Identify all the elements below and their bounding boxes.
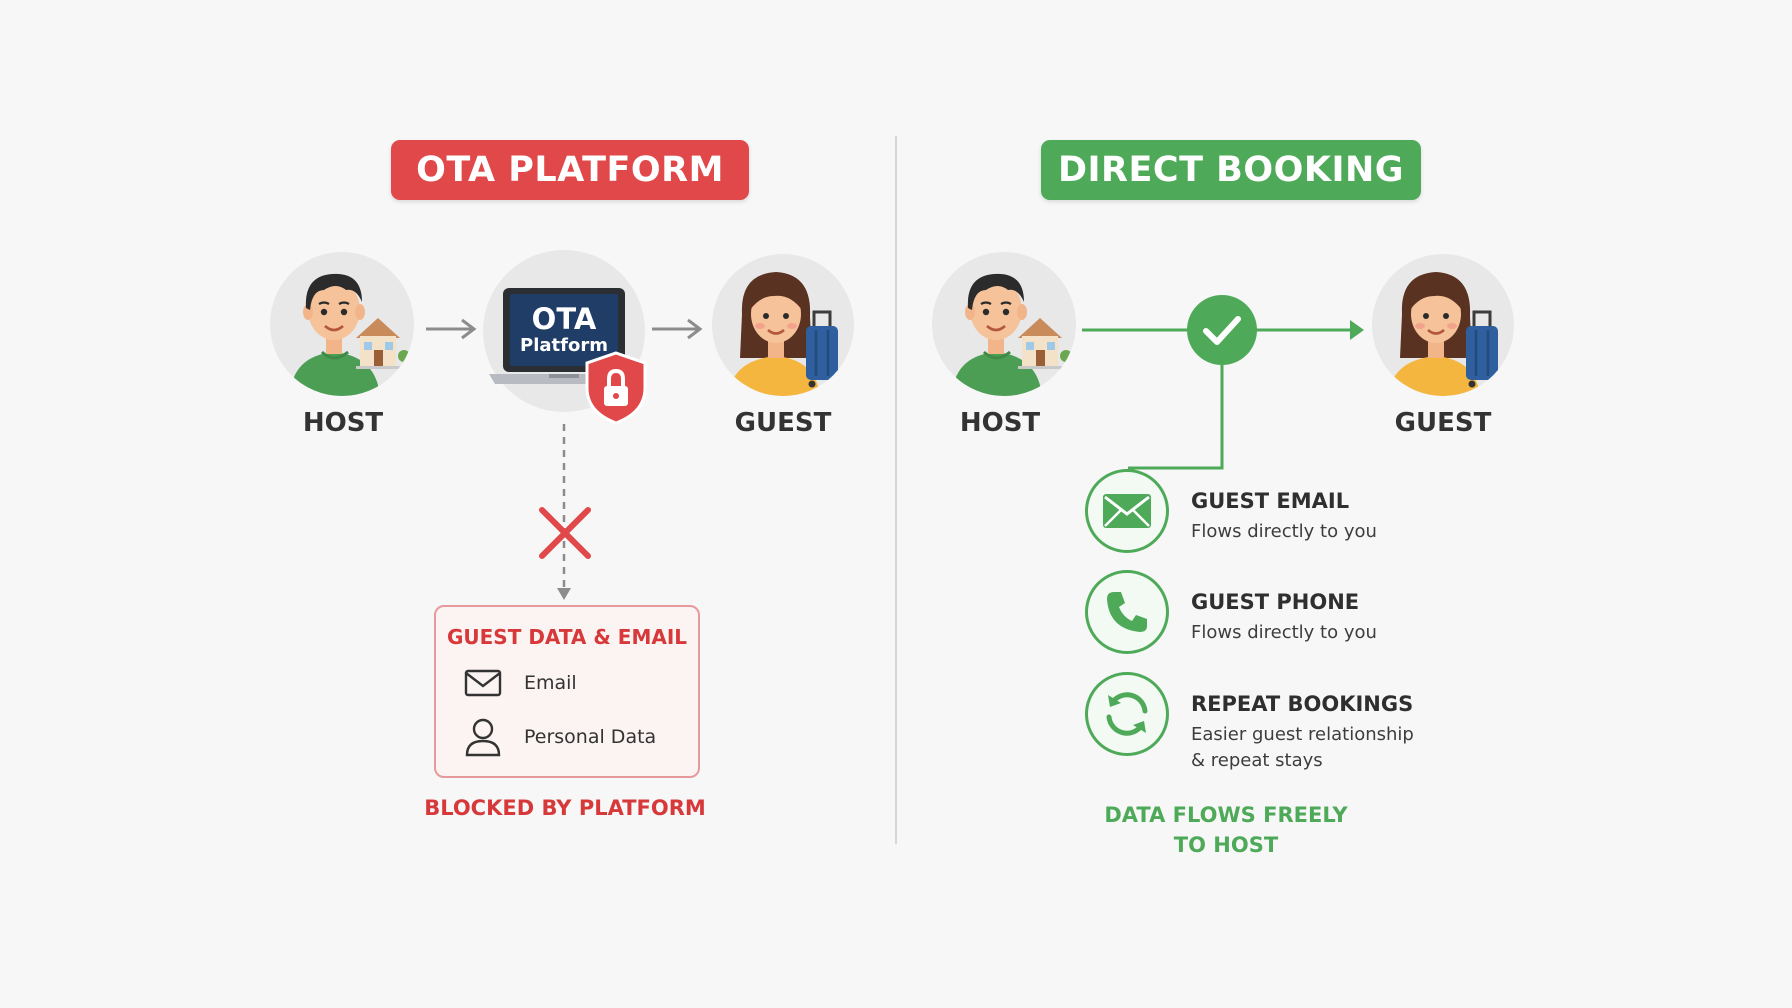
suitcase-icon: [806, 310, 838, 388]
direct-host-avatar: [932, 252, 1076, 396]
blocked-box-title: GUEST DATA & EMAIL: [446, 625, 688, 649]
blocked-flow-line: [557, 424, 571, 600]
person-icon: [465, 718, 501, 757]
direct-booking-banner: DIRECT BOOKING: [1041, 140, 1421, 200]
feature-icon-circle: [1085, 570, 1169, 654]
ota-host-avatar: [270, 252, 414, 396]
red-x-icon: [539, 507, 591, 559]
feature-description: Flows directly to you: [1191, 521, 1377, 542]
ota-platform-banner: OTA PLATFORM: [391, 140, 749, 200]
feature-guest-email: GUEST EMAIL Flows directly to you: [1085, 469, 1431, 553]
ota-guest-avatar: [712, 254, 854, 396]
guest-person-icon: [728, 272, 838, 396]
house-icon: [356, 318, 410, 369]
direct-guest-label: GUEST: [1394, 408, 1492, 438]
feature-title: GUEST EMAIL: [1191, 489, 1350, 513]
caption-line: TO HOST: [1173, 833, 1279, 857]
envelope-icon: [1103, 494, 1151, 528]
host-person-icon: [952, 273, 1072, 396]
ota-platform-node: OTA Platform: [483, 250, 647, 425]
blocked-item-email: Email: [464, 669, 577, 697]
section-divider: [895, 136, 897, 844]
data-flows-caption: DATA FLOWS FREELY TO HOST: [1104, 800, 1347, 860]
feature-icon-circle: [1085, 469, 1169, 553]
arrow-right-icon: [652, 318, 703, 340]
guest-person-icon: [1388, 272, 1498, 396]
feature-icon-circle: [1085, 672, 1169, 756]
blocked-by-platform-caption: BLOCKED BY PLATFORM: [424, 796, 706, 820]
direct-guest-avatar: [1372, 254, 1514, 396]
house-icon: [1018, 318, 1072, 369]
direct-flow-lines: [1082, 320, 1364, 470]
direct-host-label: HOST: [959, 408, 1041, 438]
feature-description: Flows directly to you: [1191, 622, 1377, 643]
suitcase-icon: [1466, 310, 1498, 388]
blocked-item-personal-data: Personal Data: [464, 717, 656, 757]
ota-host-label: HOST: [302, 408, 384, 438]
ota-guest-label: GUEST: [734, 408, 832, 438]
blocked-item-label: Personal Data: [524, 726, 657, 748]
feature-title: GUEST PHONE: [1191, 590, 1360, 614]
platform-subtitle: Platform: [520, 335, 608, 356]
refresh-icon: [1106, 692, 1148, 736]
feature-guest-phone: GUEST PHONE Flows directly to you: [1085, 570, 1431, 654]
envelope-icon: [464, 669, 502, 697]
phone-icon: [1107, 592, 1147, 632]
feature-description: Easier guest relationship & repeat stays: [1191, 724, 1414, 771]
caption-line: DATA FLOWS FREELY: [1104, 803, 1348, 827]
arrow-right-icon: [426, 318, 477, 340]
blocked-guest-data-box: GUEST DATA & EMAIL Email Personal Data: [434, 605, 700, 778]
platform-title: OTA: [531, 302, 597, 336]
feature-title: REPEAT BOOKINGS: [1191, 692, 1414, 716]
shield-lock-icon: [585, 351, 647, 425]
blocked-item-label: Email: [524, 672, 577, 694]
host-person-icon: [290, 273, 410, 396]
check-circle-icon: [1187, 295, 1257, 365]
feature-repeat-bookings: REPEAT BOOKINGS Easier guest relationshi…: [1085, 672, 1431, 774]
